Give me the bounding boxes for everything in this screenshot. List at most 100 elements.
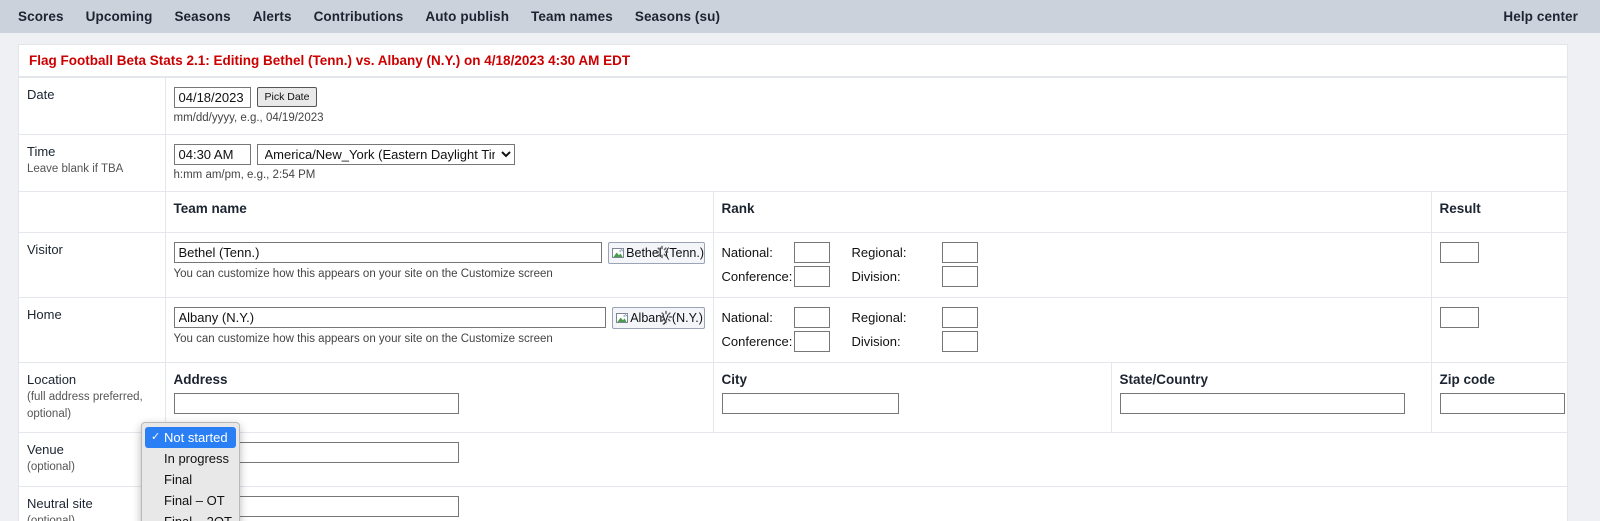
visitor-rank-regional-input[interactable] bbox=[941, 242, 978, 263]
form-row-neutral-site: Neutral site (optional) bbox=[19, 486, 1567, 521]
top-nav-right: Help center bbox=[1503, 9, 1578, 24]
visitor-rank-conference-input[interactable] bbox=[793, 266, 830, 287]
status-option-not-started[interactable]: ✓ Not started bbox=[145, 427, 236, 448]
form-row-time: Time Leave blank if TBA America/New_York… bbox=[19, 134, 1567, 192]
nav-item-scores[interactable]: Scores bbox=[18, 9, 64, 24]
home-name-cell: Albany (N.Y.) bbox=[165, 297, 714, 363]
home-rank-grid: National: Regional: Conference: Division… bbox=[722, 307, 1423, 352]
form-row-location: Location (full address preferred, option… bbox=[19, 361, 1567, 433]
visitor-result-input[interactable] bbox=[1439, 242, 1479, 263]
location-label-text: Location bbox=[27, 372, 77, 387]
home-team-name-input[interactable] bbox=[173, 307, 607, 328]
address-input[interactable] bbox=[173, 393, 459, 414]
status-option-final-ot[interactable]: Final – OT bbox=[142, 490, 239, 511]
location-sublabel: (full address preferred, optional) bbox=[27, 391, 143, 420]
form-row-visitor: Visitor bbox=[19, 232, 1567, 298]
neutral-site-sublabel: (optional) bbox=[27, 513, 157, 521]
visitor-name-cell: Bethel (Tenn.) bbox=[165, 232, 714, 298]
zip-code-label: Zip code bbox=[1439, 372, 1496, 387]
visitor-rank-national-input[interactable] bbox=[793, 242, 830, 263]
time-hint: h:mm am/pm, e.g., 2:54 PM bbox=[173, 169, 316, 181]
home-rank-regional-label: Regional: bbox=[851, 310, 907, 325]
visitor-rank-conference-label: Conference: bbox=[721, 269, 793, 284]
nav-item-seasons-su[interactable]: Seasons (su) bbox=[634, 9, 721, 24]
team-header-row: Team name Rank Result bbox=[19, 191, 1567, 233]
home-rank-division-input[interactable] bbox=[941, 331, 978, 352]
visitor-rank-division-label: Division: bbox=[851, 269, 901, 284]
neutral-site-input[interactable] bbox=[173, 496, 459, 518]
rank-header-cell: Rank bbox=[713, 191, 1432, 233]
status-option-in-progress[interactable]: In progress bbox=[142, 448, 239, 469]
pick-date-button[interactable]: Pick Date bbox=[256, 87, 318, 107]
team-name-header-cell: Team name bbox=[165, 191, 714, 233]
visitor-team-name-input[interactable] bbox=[173, 242, 603, 263]
city-label: City bbox=[721, 372, 748, 387]
visitor-customize-hint: You can customize how this appears on yo… bbox=[173, 268, 553, 280]
visitor-result-cell bbox=[1431, 232, 1567, 298]
visitor-rank-division-input[interactable] bbox=[941, 266, 978, 287]
page-title: Flag Football Beta Stats 2.1: Editing Be… bbox=[19, 45, 1567, 77]
status-option-final-2ot[interactable]: Final – 2OT bbox=[142, 511, 239, 521]
home-logo-broken-image: Albany (N.Y.) bbox=[612, 307, 705, 329]
status-select-dropdown[interactable]: ✓ Not started In progress Final Final – … bbox=[141, 422, 240, 521]
venue-sublabel: (optional) bbox=[27, 461, 75, 474]
home-result-input[interactable] bbox=[1439, 307, 1479, 328]
home-rank-cell: National: Regional: Conference: Division… bbox=[713, 297, 1432, 363]
visitor-logo-broken-image: Bethel (Tenn.) bbox=[608, 242, 705, 264]
home-rank-conference-input[interactable] bbox=[793, 331, 830, 352]
nav-item-team-names[interactable]: Team names bbox=[531, 9, 613, 24]
time-input[interactable] bbox=[173, 144, 251, 165]
visitor-rank-national-label: National: bbox=[721, 245, 773, 260]
home-customize-hint: You can customize how this appears on yo… bbox=[173, 333, 553, 345]
top-nav-links: Scores Upcoming Seasons Alerts Contribut… bbox=[18, 9, 720, 24]
status-option-label: Not started bbox=[164, 430, 228, 445]
team-name-header: Team name bbox=[173, 201, 247, 216]
game-edit-form-table: Date Pick Date mm/dd/yyyy, e.g., 04/19/2… bbox=[19, 77, 1567, 521]
date-label: Date bbox=[19, 77, 166, 135]
time-label-text: Time bbox=[27, 144, 56, 159]
result-header-cell: Result bbox=[1431, 191, 1567, 233]
team-header-spacer bbox=[19, 191, 166, 233]
home-label: Home bbox=[19, 297, 166, 363]
visitor-rank-cell: National: Regional: Conference: Division… bbox=[713, 232, 1432, 298]
status-option-label: Final – OT bbox=[164, 493, 225, 508]
city-input[interactable] bbox=[721, 393, 899, 414]
location-label: Location (full address preferred, option… bbox=[19, 361, 166, 433]
address-label: Address bbox=[173, 372, 228, 387]
nav-item-seasons[interactable]: Seasons bbox=[174, 9, 231, 24]
nav-item-contributions[interactable]: Contributions bbox=[313, 9, 404, 24]
nav-item-alerts[interactable]: Alerts bbox=[252, 9, 292, 24]
status-option-final[interactable]: Final bbox=[142, 469, 239, 490]
state-country-input[interactable] bbox=[1119, 393, 1405, 414]
zip-code-input[interactable] bbox=[1439, 393, 1565, 414]
home-rank-division-label: Division: bbox=[851, 334, 901, 349]
venue-input[interactable] bbox=[173, 442, 459, 464]
nav-item-help-center[interactable]: Help center bbox=[1503, 9, 1578, 24]
home-rank-national-input[interactable] bbox=[793, 307, 830, 328]
visitor-rank-regional-label: Regional: bbox=[851, 245, 907, 260]
checkmark-icon: ✓ bbox=[151, 431, 161, 443]
form-row-venue: Venue (optional) bbox=[19, 432, 1567, 487]
status-option-label: Final – 2OT bbox=[164, 514, 232, 521]
timezone-select[interactable]: America/New_York (Eastern Daylight Time) bbox=[256, 144, 515, 165]
time-sublabel: Leave blank if TBA bbox=[27, 163, 124, 175]
broken-image-icon bbox=[615, 311, 629, 325]
nav-item-upcoming[interactable]: Upcoming bbox=[85, 9, 153, 24]
location-state-cell: State/Country bbox=[1111, 361, 1432, 433]
location-address-cell: Address bbox=[165, 361, 714, 433]
status-option-label: Final bbox=[164, 472, 193, 487]
form-row-home: Home bbox=[19, 297, 1567, 363]
result-header: Result bbox=[1439, 201, 1481, 216]
home-logo-alt-text: Albany (N.Y.) bbox=[630, 311, 703, 325]
status-option-label: In progress bbox=[164, 451, 230, 466]
home-rank-regional-input[interactable] bbox=[941, 307, 978, 328]
neutral-site-field-cell bbox=[165, 486, 1567, 521]
nav-item-auto-publish[interactable]: Auto publish bbox=[425, 9, 510, 24]
visitor-rank-grid: National: Regional: Conference: Division… bbox=[722, 242, 1423, 287]
broken-image-icon bbox=[611, 246, 625, 260]
date-input[interactable] bbox=[173, 87, 251, 108]
state-country-label: State/Country bbox=[1119, 372, 1209, 387]
time-label: Time Leave blank if TBA bbox=[19, 134, 166, 192]
date-hint: mm/dd/yyyy, e.g., 04/19/2023 bbox=[173, 112, 324, 124]
